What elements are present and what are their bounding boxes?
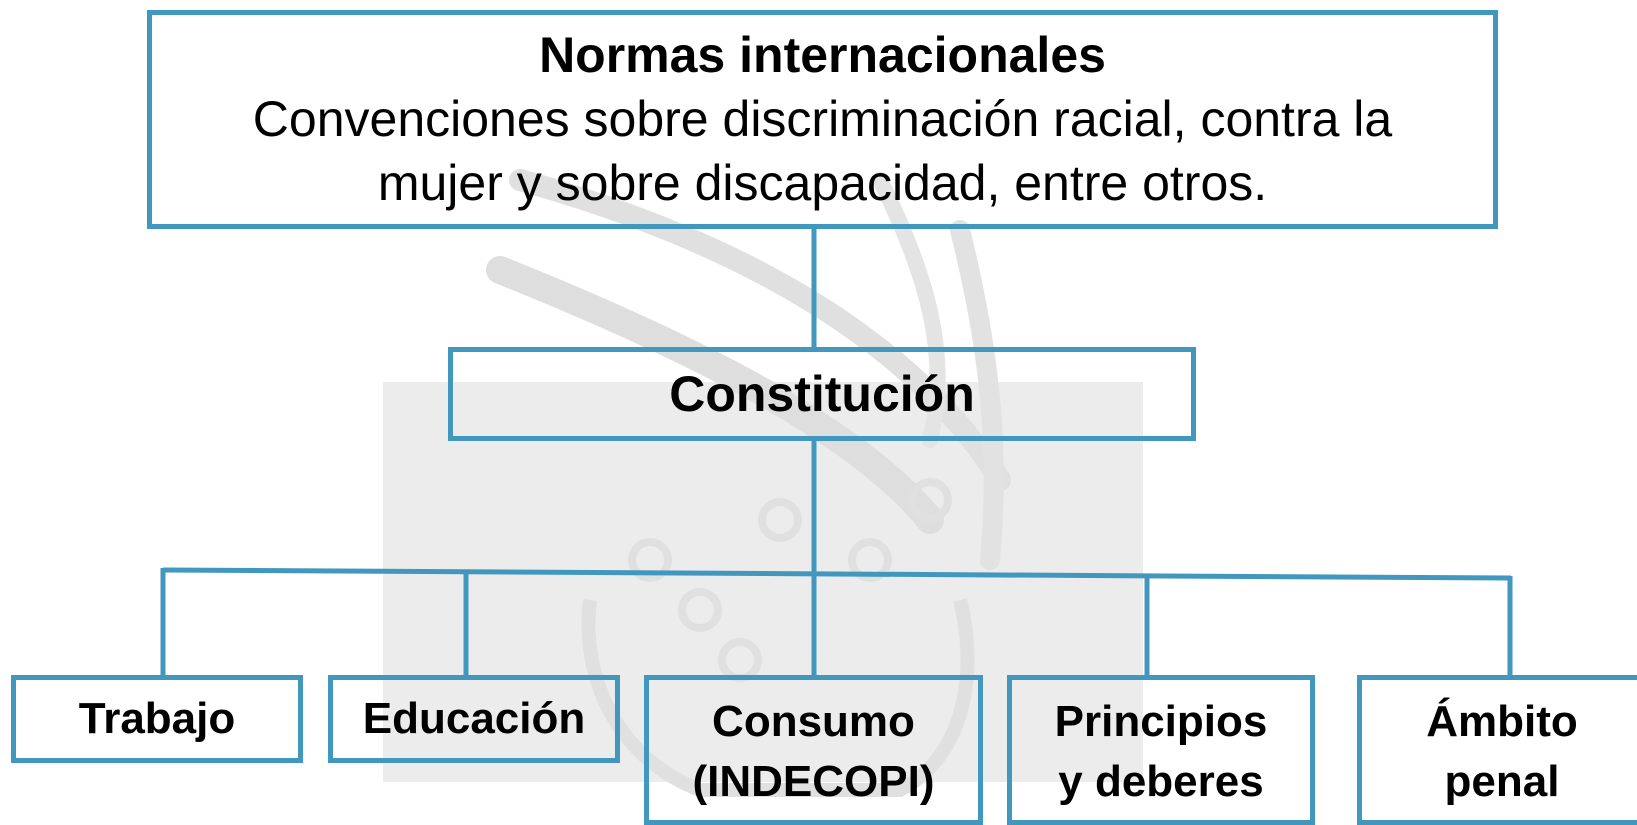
box-title: Constitución	[669, 366, 975, 422]
leaf-label-line1: Consumo	[712, 697, 915, 746]
leaf-label-line2: y deberes	[1058, 757, 1264, 806]
leaf-label-line2: penal	[1444, 757, 1560, 806]
leaf-label-line1: Ámbito	[1426, 697, 1578, 746]
box-consumo: Consumo (INDECOPI)	[644, 675, 983, 825]
leaf-label-line1: Trabajo	[78, 694, 236, 743]
box-description: Convenciones sobre discriminación racial…	[252, 91, 1393, 211]
box-title: Normas internacionales	[539, 27, 1106, 83]
box-constitucion: Constitución	[448, 347, 1196, 441]
leaf-label-line2: (INDECOPI)	[692, 757, 935, 806]
leaf-label-line1: Principios	[1054, 697, 1268, 746]
leaf-label-line1: Educación	[362, 694, 586, 743]
box-normas-internacionales: Normas internacionales Convenciones sobr…	[147, 10, 1498, 229]
box-trabajo: Trabajo	[11, 675, 303, 763]
box-educacion: Educación	[328, 675, 620, 763]
box-ambito-penal: Ámbito penal	[1357, 675, 1637, 825]
connector-horizontal-bus	[162, 567, 1512, 581]
box-principios: Principios y deberes	[1007, 675, 1315, 825]
